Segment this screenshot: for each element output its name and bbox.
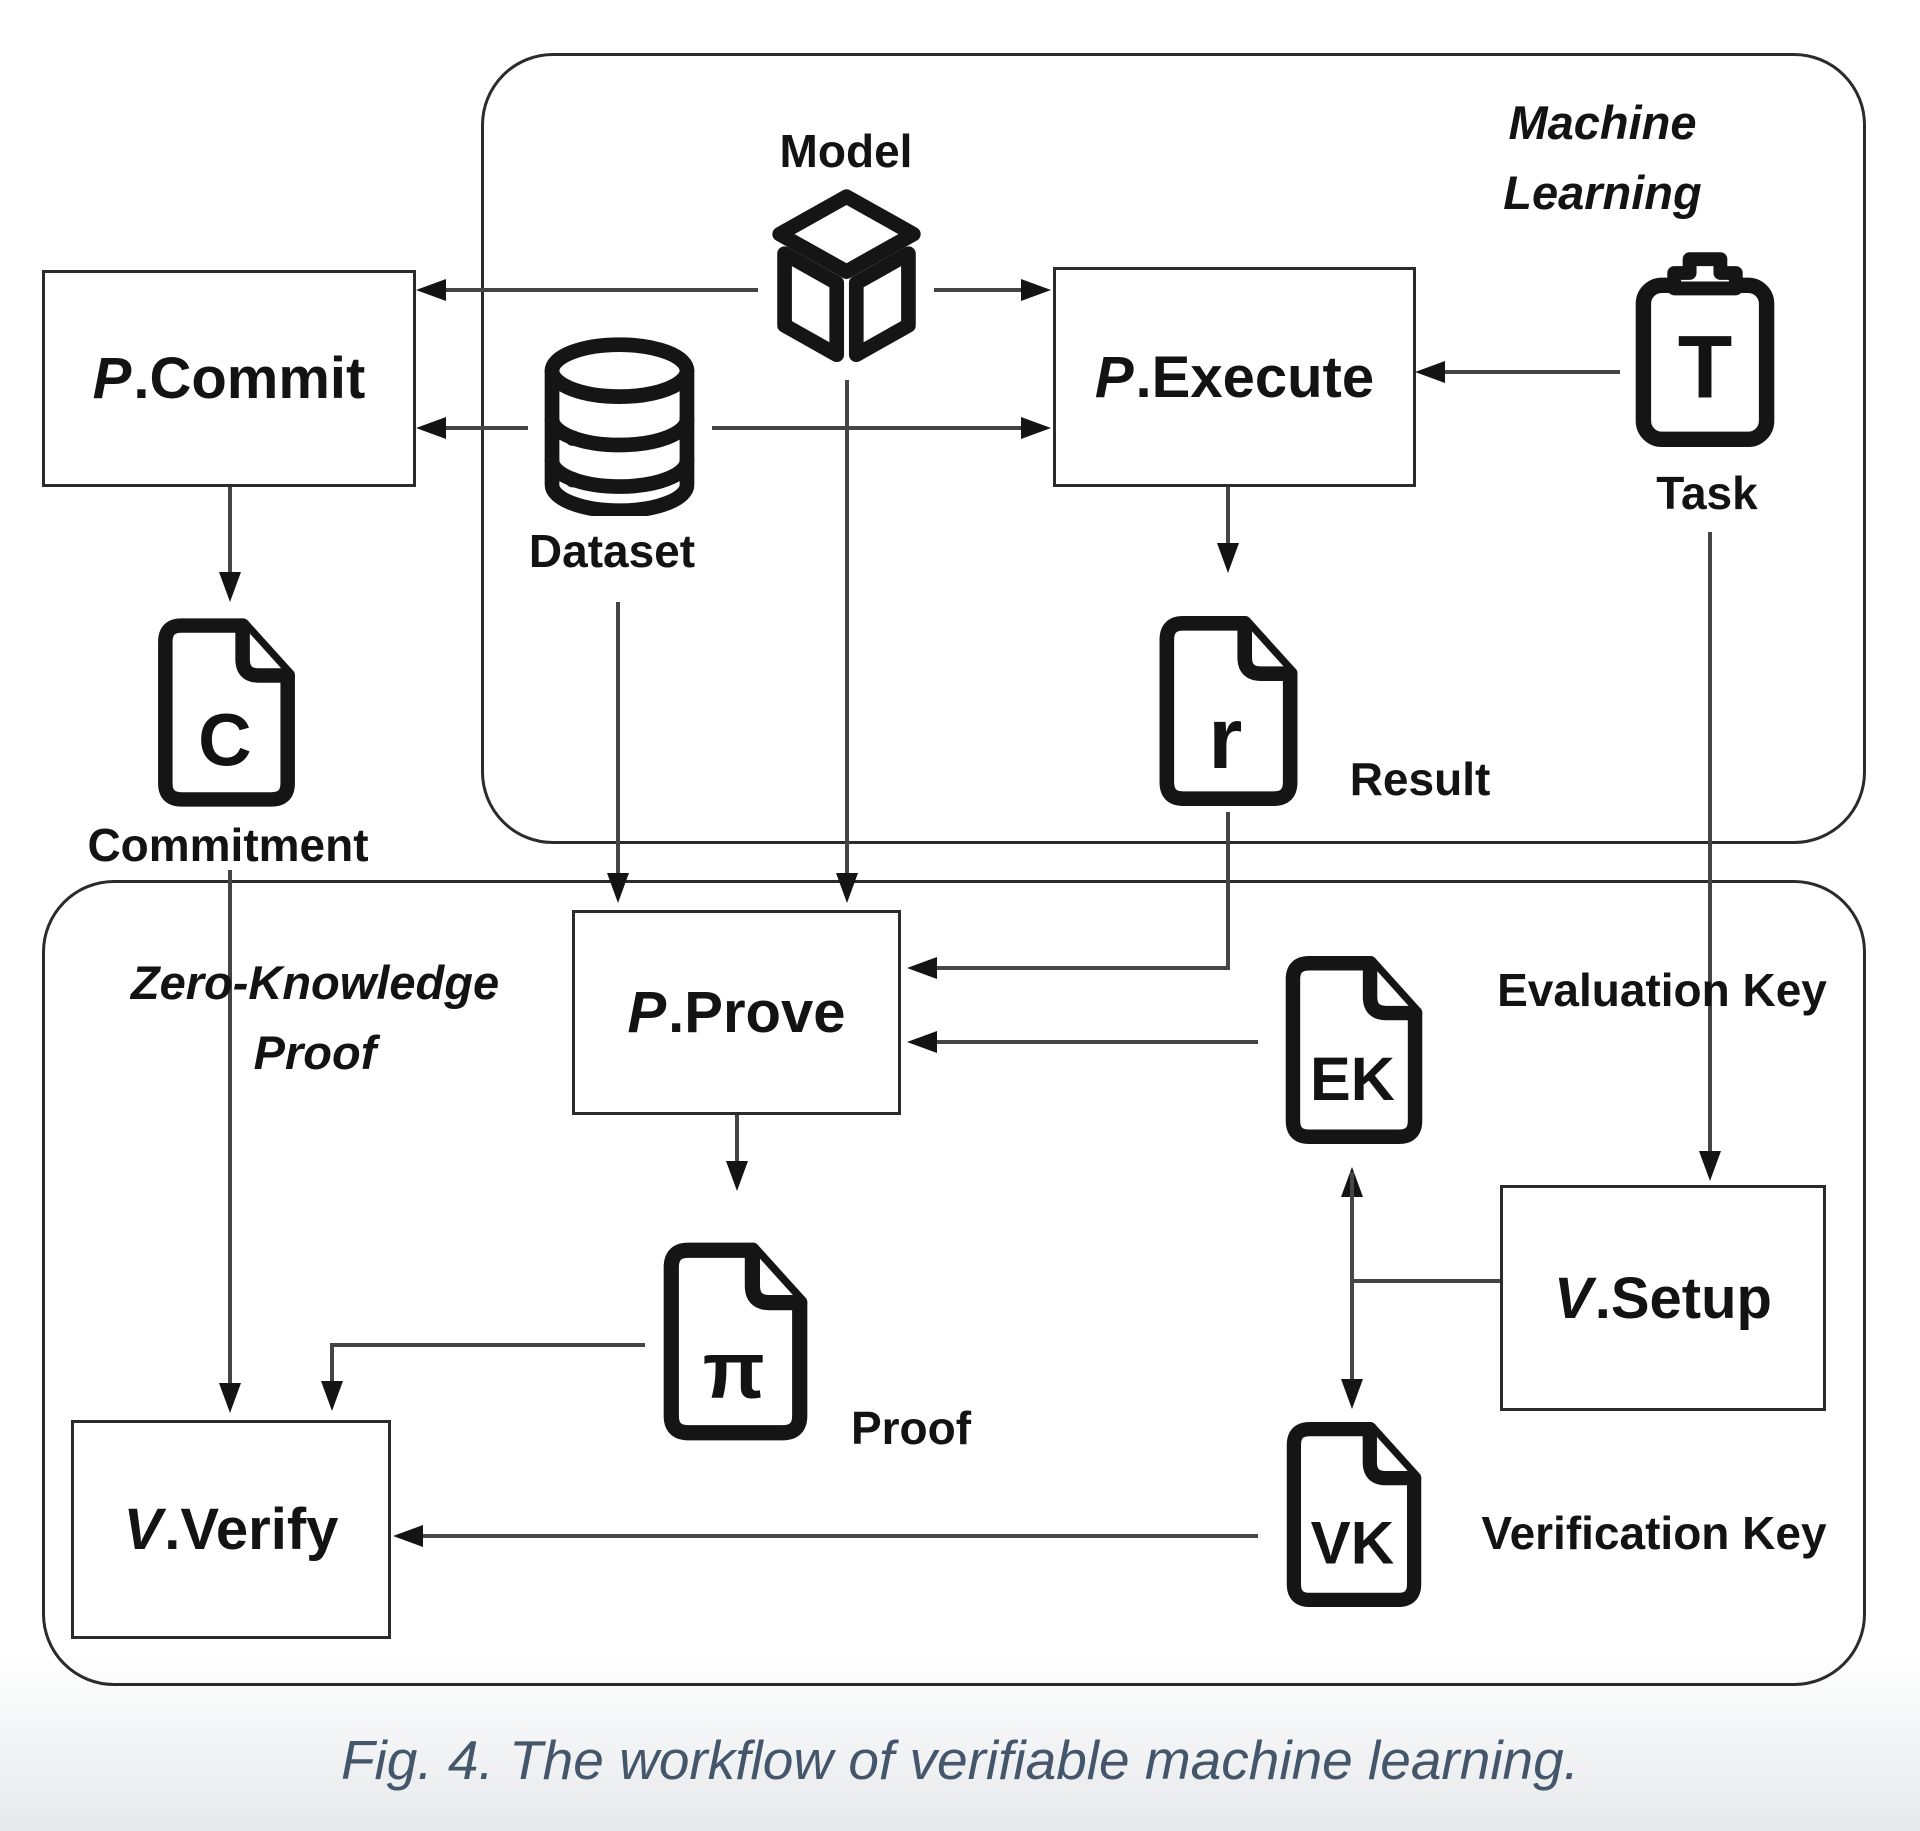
commitment-label: Commitment	[87, 819, 369, 871]
p-execute-name: .Execute	[1135, 344, 1375, 410]
commitment-document-icon: C	[158, 618, 295, 807]
p-prove-box: P.Prove	[572, 910, 901, 1115]
result-glyph: r	[1208, 689, 1242, 787]
p-commit-box: P.Commit	[42, 270, 416, 487]
task-glyph: T	[1678, 317, 1733, 417]
model-label: Model	[779, 125, 913, 177]
v-setup-prefix: V	[1554, 1265, 1593, 1331]
result-label: Result	[1349, 753, 1491, 805]
dataset-database-icon	[544, 337, 695, 516]
verification-key-label: Verification Key	[1481, 1507, 1827, 1559]
p-execute-prefix: P	[1094, 344, 1134, 410]
task-clipboard-icon: T	[1635, 252, 1775, 448]
result-document-icon: r	[1159, 616, 1298, 806]
proof-label: Proof	[850, 1402, 972, 1454]
figure-caption: Fig. 4. The workflow of verifiable machi…	[340, 1729, 1580, 1791]
zero-knowledge-proof-label: Zero-Knowledge Proof	[85, 948, 545, 1088]
task-label: Task	[1656, 467, 1758, 519]
verification-key-glyph: VK	[1311, 1510, 1395, 1577]
p-execute-box: P.Execute	[1053, 267, 1416, 487]
evaluation-key-glyph: EK	[1310, 1045, 1395, 1113]
p-prove-prefix: P	[627, 980, 667, 1045]
p-prove-name: .Prove	[668, 980, 846, 1045]
v-setup-name: .Setup	[1594, 1265, 1772, 1331]
dataset-label: Dataset	[528, 525, 696, 577]
zero-knowledge-label-line2: Proof	[253, 1026, 377, 1079]
machine-learning-label-line1: Machine	[1508, 96, 1697, 149]
verification-key-document-icon: VK	[1286, 1421, 1422, 1608]
v-verify-prefix: V	[123, 1497, 163, 1562]
v-verify-box: V.Verify	[71, 1420, 391, 1639]
machine-learning-label-line2: Learning	[1503, 166, 1702, 219]
zero-knowledge-label-line1: Zero-Knowledge	[130, 956, 500, 1009]
evaluation-key-document-icon: EK	[1285, 956, 1423, 1144]
v-verify-name: .Verify	[164, 1497, 339, 1562]
p-commit-prefix: P	[92, 346, 132, 411]
p-commit-name: .Commit	[133, 346, 366, 411]
machine-learning-label: Machine Learning	[1450, 88, 1755, 228]
evaluation-key-label: Evaluation Key	[1497, 964, 1827, 1016]
page-bottom-fade	[0, 1652, 1920, 1831]
v-setup-box: V.Setup	[1500, 1185, 1826, 1411]
proof-document-icon: π	[663, 1242, 808, 1441]
proof-glyph: π	[703, 1325, 765, 1415]
model-cube-icon	[772, 189, 921, 363]
commitment-glyph: C	[198, 699, 251, 782]
